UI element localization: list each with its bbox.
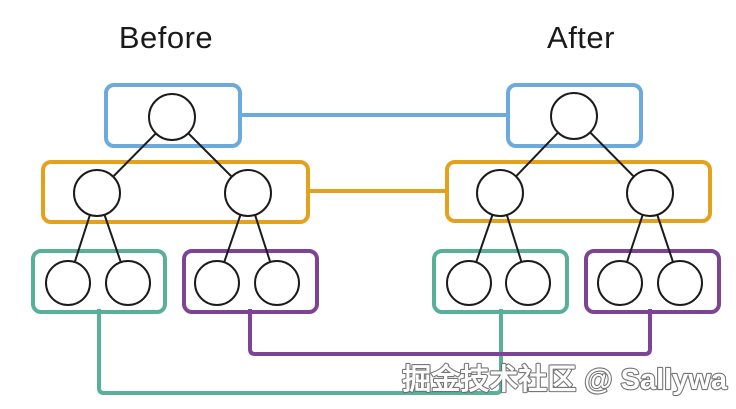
after-root-box (506, 83, 643, 148)
after-left-leaf-box (432, 249, 569, 314)
after-right-leaf-box (584, 249, 721, 314)
after-leaf-4 (657, 260, 703, 306)
before-root-node (148, 93, 196, 141)
before-title: Before (119, 20, 213, 55)
after-leaf-2 (505, 260, 551, 306)
after-internal-box (445, 160, 712, 223)
after-leaf-3 (597, 260, 643, 306)
before-root-box (104, 83, 242, 148)
before-internal-right (224, 169, 272, 217)
after-title: After (547, 20, 615, 55)
after-leaf-1 (446, 260, 492, 306)
after-internal-right (626, 169, 674, 217)
watermark-text: 掘金技术社区 @ Sallywa (402, 362, 728, 396)
after-root-node (550, 92, 598, 140)
before-leaf-4 (254, 260, 300, 306)
before-internal-left (73, 169, 121, 217)
before-left-leaf-box (31, 249, 167, 314)
right-leaf-cross-link (248, 309, 652, 356)
before-leaf-3 (194, 260, 240, 306)
left-leaf-cross-link (97, 309, 503, 395)
before-right-leaf-box (182, 249, 319, 314)
after-internal-left (476, 169, 524, 217)
before-leaf-1 (45, 260, 91, 306)
before-leaf-2 (105, 260, 151, 306)
before-internal-box (41, 160, 310, 224)
